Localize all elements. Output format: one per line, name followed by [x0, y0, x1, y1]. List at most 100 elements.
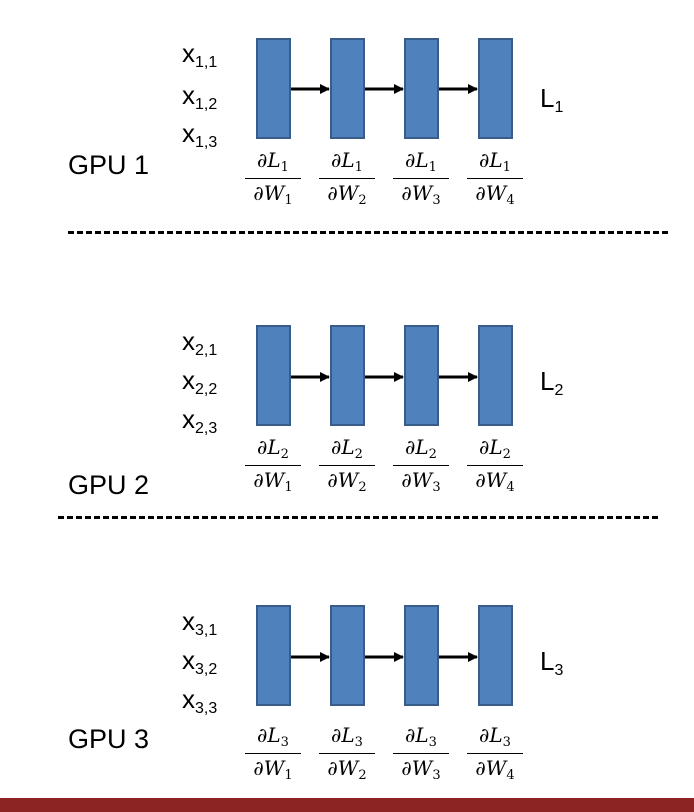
- grad-num-text: ∂L: [405, 723, 429, 747]
- grad-denominator: ∂W4: [467, 466, 523, 494]
- grad-numerator: ∂L3: [393, 725, 449, 754]
- grad-num-text: ∂L: [405, 435, 429, 459]
- layer-block: [330, 325, 365, 426]
- grad-num-text: ∂L: [405, 148, 429, 172]
- input-label: x3,1: [182, 608, 217, 639]
- gradient-fraction: ∂L2∂W4: [467, 437, 523, 494]
- grad-denominator: ∂W3: [393, 466, 449, 494]
- grad-num-sub: 1: [280, 160, 289, 175]
- grad-num-sub: 1: [354, 160, 363, 175]
- gradient-fraction: ∂L3∂W2: [319, 725, 375, 782]
- grad-den-text: ∂W: [253, 468, 285, 492]
- grad-den-sub: 4: [506, 480, 515, 495]
- gradient-fraction: ∂L3∂W4: [467, 725, 523, 782]
- grad-den-text: ∂W: [253, 181, 285, 205]
- grad-num-text: ∂L: [331, 435, 355, 459]
- input-sub: 1,1: [195, 54, 218, 71]
- gradient-fraction: ∂L1∂W3: [393, 150, 449, 207]
- grad-den-sub: 1: [284, 193, 293, 208]
- input-base: x: [182, 80, 195, 110]
- input-label: x3,2: [182, 647, 217, 678]
- input-label: x2,2: [182, 367, 217, 398]
- section-divider: [58, 516, 658, 519]
- loss-sub: 1: [554, 99, 564, 116]
- grad-num-text: ∂L: [257, 148, 281, 172]
- input-sub: 2,3: [195, 420, 218, 437]
- gradient-fraction: ∂L3∂W1: [245, 725, 301, 782]
- grad-num-text: ∂L: [479, 148, 503, 172]
- grad-numerator: ∂L3: [319, 725, 375, 754]
- input-label: x2,3: [182, 406, 217, 437]
- grad-den-sub: 2: [358, 193, 367, 208]
- grad-numerator: ∂L1: [393, 150, 449, 179]
- bottom-bar: [0, 798, 694, 812]
- grad-den-text: ∂W: [475, 468, 507, 492]
- input-base: x: [182, 326, 195, 356]
- gradient-fraction: ∂L2∂W2: [319, 437, 375, 494]
- input-label: x3,3: [182, 686, 217, 717]
- input-base: x: [182, 38, 195, 68]
- grad-den-text: ∂W: [401, 468, 433, 492]
- layer-block: [256, 325, 291, 426]
- grad-den-text: ∂W: [475, 181, 507, 205]
- grad-den-text: ∂W: [253, 756, 285, 780]
- layer-block: [256, 605, 291, 706]
- section-divider: [68, 231, 668, 234]
- grad-denominator: ∂W4: [467, 179, 523, 207]
- grad-num-text: ∂L: [331, 148, 355, 172]
- grad-den-text: ∂W: [475, 756, 507, 780]
- input-sub: 1,3: [195, 134, 218, 151]
- loss-label: L3: [540, 648, 563, 679]
- grad-numerator: ∂L2: [467, 437, 523, 466]
- grad-den-sub: 2: [358, 768, 367, 783]
- grad-num-sub: 2: [280, 447, 289, 462]
- grad-num-sub: 3: [354, 735, 363, 750]
- grad-denominator: ∂W2: [319, 179, 375, 207]
- loss-base: L: [540, 646, 555, 676]
- layer-block: [330, 38, 365, 139]
- grad-num-text: ∂L: [257, 435, 281, 459]
- grad-den-sub: 2: [358, 480, 367, 495]
- grad-num-sub: 2: [354, 447, 363, 462]
- layer-block: [478, 605, 513, 706]
- input-sub: 2,1: [195, 342, 218, 359]
- layer-block: [404, 325, 439, 426]
- grad-den-sub: 4: [506, 193, 515, 208]
- grad-num-text: ∂L: [479, 435, 503, 459]
- grad-num-sub: 2: [428, 447, 437, 462]
- grad-den-sub: 1: [284, 480, 293, 495]
- input-label: x1,1: [182, 40, 217, 71]
- input-base: x: [182, 118, 195, 148]
- grad-num-sub: 3: [280, 735, 289, 750]
- grad-numerator: ∂L2: [245, 437, 301, 466]
- grad-num-sub: 1: [428, 160, 437, 175]
- input-label: x1,3: [182, 120, 217, 151]
- gpu-label: GPU 2: [68, 470, 150, 500]
- loss-sub: 2: [554, 382, 564, 399]
- grad-num-sub: 3: [502, 735, 511, 750]
- grad-numerator: ∂L3: [467, 725, 523, 754]
- grad-num-sub: 1: [502, 160, 511, 175]
- grad-den-text: ∂W: [327, 181, 359, 205]
- input-base: x: [182, 365, 195, 395]
- grad-numerator: ∂L3: [245, 725, 301, 754]
- grad-den-sub: 4: [506, 768, 515, 783]
- input-base: x: [182, 606, 195, 636]
- layer-block: [478, 38, 513, 139]
- grad-numerator: ∂L2: [319, 437, 375, 466]
- gpu-label: GPU 3: [68, 724, 150, 754]
- gradient-fraction: ∂L3∂W3: [393, 725, 449, 782]
- layer-block: [256, 38, 291, 139]
- input-base: x: [182, 645, 195, 675]
- input-label: x1,2: [182, 82, 217, 113]
- grad-den-text: ∂W: [401, 756, 433, 780]
- input-base: x: [182, 684, 195, 714]
- grad-denominator: ∂W2: [319, 754, 375, 782]
- grad-denominator: ∂W1: [245, 466, 301, 494]
- loss-label: L1: [540, 85, 563, 116]
- gradient-fraction: ∂L1 ∂W2: [319, 150, 375, 207]
- grad-denominator: ∂W2: [319, 466, 375, 494]
- layer-block: [478, 325, 513, 426]
- loss-base: L: [540, 83, 555, 113]
